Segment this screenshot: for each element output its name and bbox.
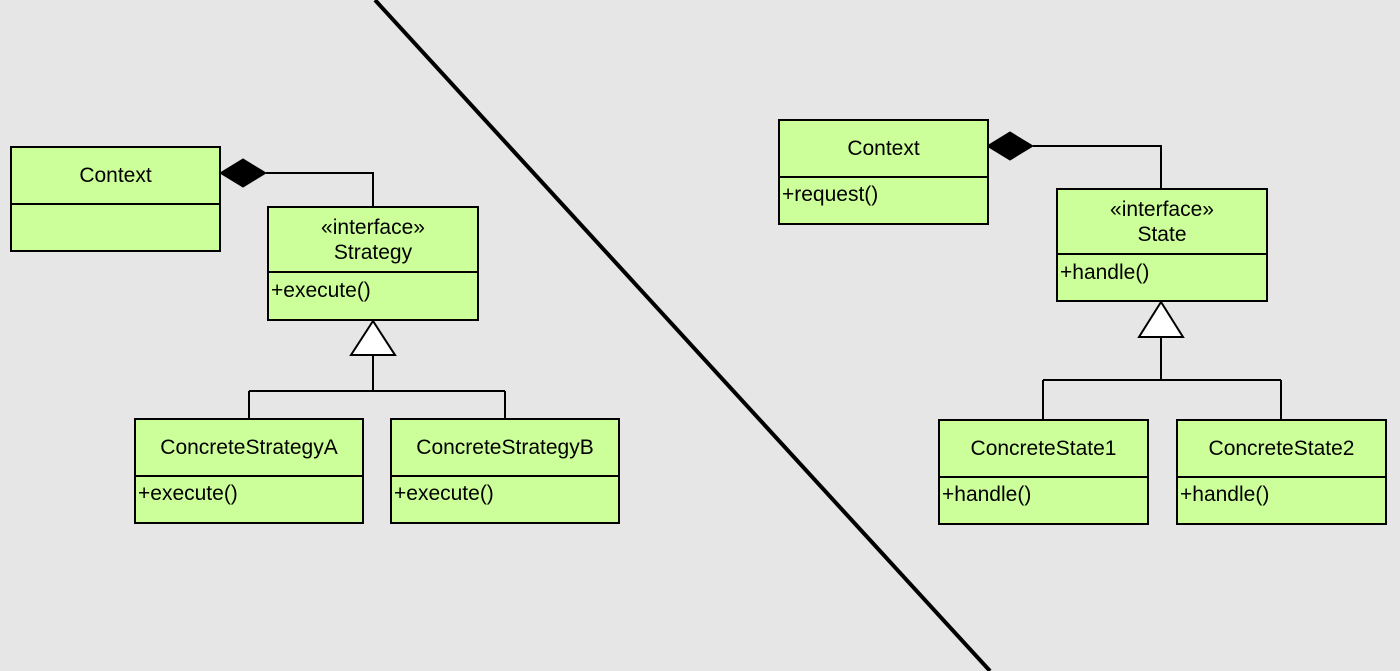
operation: +execute() <box>394 482 494 505</box>
operation: +execute() <box>138 482 238 505</box>
class-name: State <box>1137 222 1187 246</box>
class-operations: +execute() <box>392 477 618 522</box>
concrete-strategy-a-class: ConcreteStrategyA +execute() <box>134 418 364 524</box>
class-operations: +execute() <box>269 273 477 319</box>
class-operations: +execute() <box>136 477 362 522</box>
state-composition-line <box>1033 145 1162 189</box>
operation: +execute() <box>271 279 371 302</box>
state-composition-diamond <box>986 131 1034 161</box>
operation: +handle() <box>1060 261 1150 284</box>
class-name: Context <box>847 137 920 160</box>
concrete-state-2-class: ConcreteState2 +handle() <box>1176 419 1387 525</box>
strategy-composition-line <box>266 172 374 207</box>
strategy-inheritance-triangle <box>349 319 397 356</box>
state-context-class: Context +request() <box>778 119 989 225</box>
class-operations: +handle() <box>940 478 1147 523</box>
strategy-composition-diamond <box>219 158 267 188</box>
class-name: Context <box>79 164 152 187</box>
operation: +request() <box>782 183 879 206</box>
class-operations: +handle() <box>1178 478 1385 523</box>
class-name: Strategy <box>333 240 413 264</box>
class-name: ConcreteStrategyB <box>416 436 594 459</box>
class-operations: +request() <box>780 178 987 223</box>
class-name: ConcreteState1 <box>970 437 1117 460</box>
state-interface-class: «interface» State +handle() <box>1056 188 1268 302</box>
class-name: ConcreteState2 <box>1208 437 1355 460</box>
class-stereotype: «interface» <box>1110 197 1214 221</box>
concrete-state-1-class: ConcreteState1 +handle() <box>938 419 1149 525</box>
operation: +handle() <box>1180 483 1270 506</box>
strategy-context-class: Context <box>10 146 221 252</box>
concrete-strategy-b-class: ConcreteStrategyB +execute() <box>390 418 620 524</box>
divider-line <box>373 0 992 671</box>
operation: +handle() <box>942 483 1032 506</box>
class-stereotype: «interface» <box>321 215 425 239</box>
state-inheritance-triangle <box>1137 300 1185 338</box>
class-operations <box>12 205 219 250</box>
class-operations: +handle() <box>1058 255 1266 300</box>
strategy-interface-class: «interface» Strategy +execute() <box>267 206 479 321</box>
class-name: ConcreteStrategyA <box>160 436 338 459</box>
